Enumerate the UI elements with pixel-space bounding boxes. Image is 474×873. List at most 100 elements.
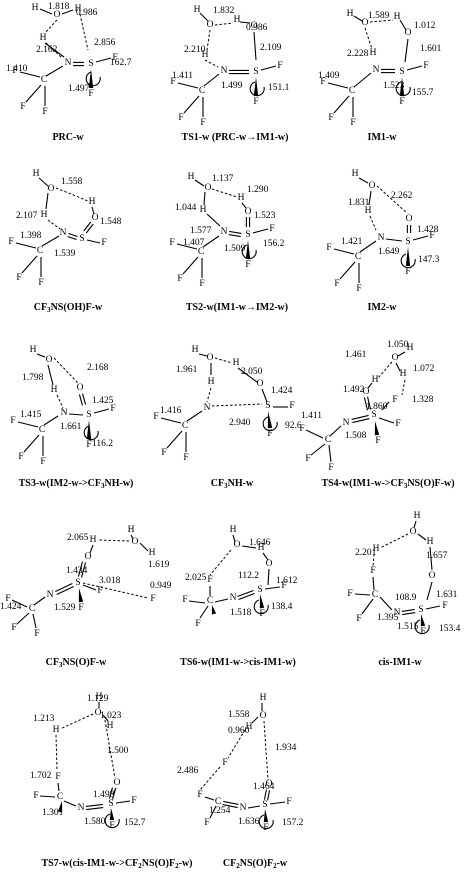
atom-h: H bbox=[188, 172, 195, 182]
wedge-bond bbox=[267, 411, 273, 429]
geometry-value: 1.580 bbox=[84, 817, 106, 827]
bond bbox=[260, 65, 277, 71]
geometry-value: 1.961 bbox=[176, 365, 198, 375]
double-bond bbox=[78, 394, 83, 406]
geometry-value: 1.661 bbox=[60, 422, 82, 432]
angle-arc bbox=[241, 244, 257, 260]
panel-caption: TS1-w (PRC-w→IM1-w) bbox=[182, 132, 289, 143]
atom-s: S bbox=[399, 67, 404, 77]
geometry-value: 1.497 bbox=[68, 84, 90, 94]
geometry-value: 2.065 bbox=[67, 533, 89, 543]
hydrogen-bond bbox=[204, 59, 219, 68]
bond bbox=[264, 586, 281, 590]
double-bond bbox=[401, 608, 415, 612]
atom-f: F bbox=[326, 243, 331, 253]
bond bbox=[329, 425, 342, 437]
atom-f: F bbox=[328, 463, 333, 473]
double-bond bbox=[85, 803, 103, 807]
atom-f: F bbox=[259, 609, 264, 619]
geometry-value: 2.228 bbox=[347, 49, 369, 59]
bond bbox=[406, 65, 423, 71]
atom-o: O bbox=[92, 213, 99, 223]
bond bbox=[367, 382, 373, 389]
atom-h: H bbox=[75, 4, 82, 14]
bond bbox=[203, 191, 206, 206]
bond bbox=[177, 82, 199, 89]
atom-h: H bbox=[246, 722, 253, 732]
caption-text: -w) bbox=[179, 858, 193, 869]
bond bbox=[199, 12, 209, 22]
wedge-bond bbox=[78, 588, 84, 603]
bond bbox=[378, 417, 395, 424]
atom-c: C bbox=[355, 252, 361, 262]
geometry-value: 2.050 bbox=[241, 367, 263, 377]
geometry-value: 162.7 bbox=[110, 58, 132, 68]
atom-f: F bbox=[305, 454, 310, 464]
bond bbox=[214, 598, 229, 603]
atom-f: F bbox=[131, 796, 136, 806]
atom-f: F bbox=[78, 603, 83, 613]
bond bbox=[251, 716, 259, 724]
bond bbox=[368, 190, 372, 206]
bond bbox=[186, 410, 203, 422]
caption-subscript: 2 bbox=[138, 862, 142, 870]
atom-h: H bbox=[260, 693, 267, 703]
atom-f: F bbox=[281, 581, 286, 591]
double-bond bbox=[222, 804, 238, 809]
atom-f: F bbox=[253, 97, 258, 107]
caption-text: NS(OH)F-w bbox=[51, 302, 103, 313]
bond bbox=[395, 362, 401, 372]
double-bond bbox=[112, 788, 117, 800]
geometry-value: 1.523 bbox=[383, 81, 405, 91]
geometry-value: 153.4 bbox=[439, 624, 461, 634]
hydrogen-bond bbox=[364, 27, 373, 50]
geometry-value: 1.050 bbox=[387, 340, 409, 350]
atom-f: F bbox=[277, 61, 282, 71]
atom-o: O bbox=[205, 183, 212, 193]
atom-h: H bbox=[96, 692, 103, 702]
bond bbox=[17, 421, 39, 428]
caption-subscript: 2 bbox=[175, 862, 179, 870]
atom-s: S bbox=[405, 237, 410, 247]
atom-h: H bbox=[427, 537, 434, 547]
bond bbox=[426, 581, 433, 601]
atom-s: S bbox=[371, 410, 376, 420]
caption-text: CF bbox=[211, 478, 224, 489]
bond bbox=[262, 552, 269, 561]
atom-s: S bbox=[265, 401, 270, 411]
atom-f: F bbox=[178, 113, 183, 123]
atom-f: F bbox=[170, 77, 175, 87]
geometry-value: 1.518 bbox=[230, 608, 252, 618]
atom-f: F bbox=[245, 260, 250, 270]
atom-c: C bbox=[57, 792, 63, 802]
caption-text: NS(O)F bbox=[240, 858, 273, 869]
atom-f: F bbox=[399, 97, 404, 107]
bond bbox=[425, 605, 441, 610]
caption-text: -w bbox=[277, 858, 288, 869]
atom-o: O bbox=[410, 527, 417, 537]
bond bbox=[252, 228, 269, 234]
atom-h: H bbox=[192, 345, 199, 355]
geometry-value: 1.416 bbox=[160, 406, 182, 416]
panel-caption: IM1-w bbox=[368, 132, 398, 143]
hydrogen-bond bbox=[44, 19, 58, 34]
bond bbox=[115, 800, 131, 804]
bond bbox=[91, 206, 95, 215]
atom-s: S bbox=[418, 605, 423, 615]
geometry-value: 1.509 bbox=[224, 244, 246, 254]
atom-c: C bbox=[182, 421, 188, 431]
atom-o: O bbox=[429, 571, 436, 581]
geometry-value: 1.860 bbox=[366, 402, 388, 412]
hydrogen-bond bbox=[55, 734, 58, 771]
atom-o: O bbox=[245, 207, 252, 217]
bond bbox=[209, 805, 217, 819]
geometry-value: 157.2 bbox=[282, 818, 304, 828]
double-bond bbox=[351, 414, 369, 420]
panel-caption: CF2NS(O)F2-w bbox=[223, 858, 288, 870]
atom-c: C bbox=[325, 435, 331, 445]
atom-n: N bbox=[240, 803, 247, 813]
atom-h: H bbox=[394, 12, 401, 22]
